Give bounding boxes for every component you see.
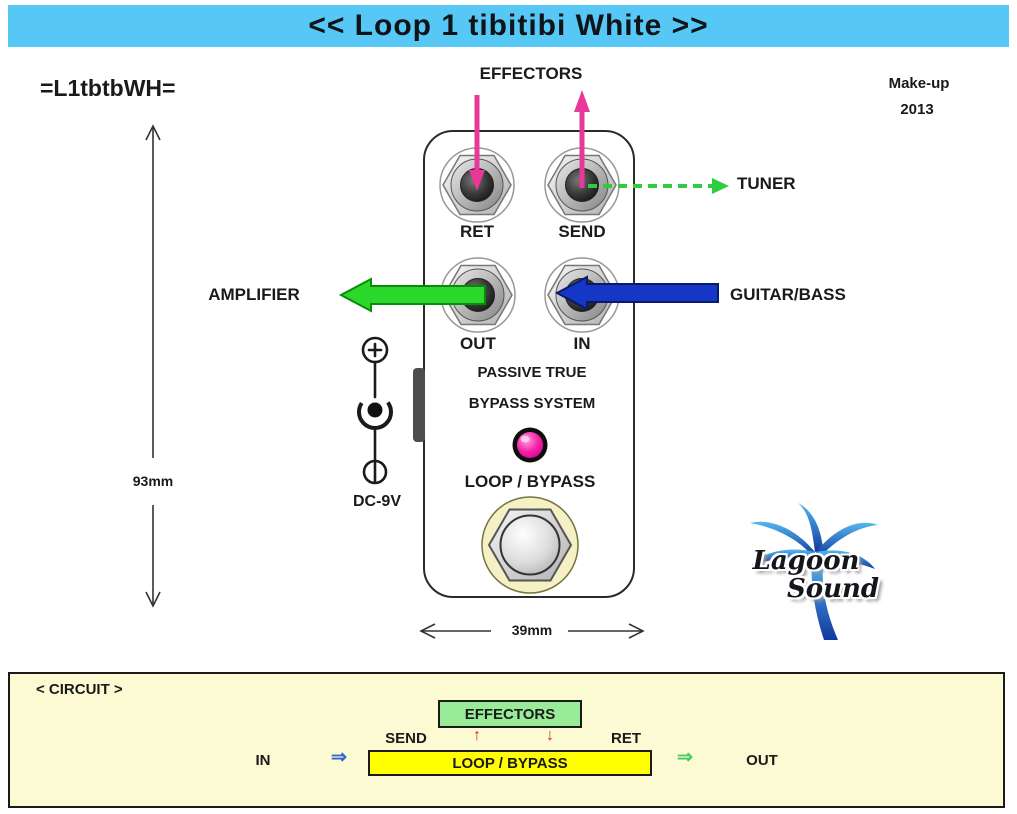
effectors-label: EFFECTORS bbox=[479, 64, 583, 83]
width-dimension-label: 39mm bbox=[511, 622, 553, 638]
loop-bypass-label: LOOP / BYPASS bbox=[464, 472, 596, 491]
circuit-in-flow-arrow: ⇒ bbox=[331, 747, 347, 768]
height-dimension-label: 93mm bbox=[132, 473, 174, 489]
in-jack-label: IN bbox=[573, 334, 591, 353]
circuit-panel: < CIRCUIT > EFFECTORS SEND ↑ ↓ RET IN ⇒ … bbox=[8, 672, 1005, 808]
circuit-ret-label: RET bbox=[611, 730, 641, 747]
circuit-loop-bypass-box: LOOP / BYPASS bbox=[368, 750, 652, 776]
page-title: << Loop 1 tibitibi White >> bbox=[308, 9, 709, 42]
guitar-bass-label: GUITAR/BASS bbox=[730, 285, 846, 304]
circuit-in-label: IN bbox=[255, 752, 271, 769]
model-code: =L1tbtbWH= bbox=[40, 75, 176, 101]
circuit-title: < CIRCUIT > bbox=[36, 681, 123, 698]
circuit-loop-bypass-label: LOOP / BYPASS bbox=[452, 754, 568, 772]
dc-polarity-icon bbox=[357, 336, 393, 485]
circuit-up-arrow: ↑ bbox=[473, 727, 481, 744]
circuit-effectors-label: EFFECTORS bbox=[464, 705, 556, 723]
logo-word-lagoon: Lagoon bbox=[752, 546, 860, 576]
logo-word-sound: Sound bbox=[786, 574, 880, 604]
out-jack-label: OUT bbox=[460, 334, 496, 353]
circuit-send-label: SEND bbox=[385, 730, 427, 747]
title-banner: << Loop 1 tibitibi White >> bbox=[8, 5, 1009, 47]
circuit-effectors-box: EFFECTORS bbox=[438, 700, 582, 728]
amplifier-label: AMPLIFIER bbox=[208, 285, 300, 304]
makeup-label: Make-up bbox=[888, 75, 950, 92]
ret-jack-label: RET bbox=[460, 222, 494, 241]
circuit-out-flow-arrow: ⇒ bbox=[677, 747, 693, 768]
bypass-system-label: BYPASS SYSTEM bbox=[468, 395, 596, 412]
circuit-down-arrow: ↓ bbox=[546, 727, 554, 744]
tuner-label: TUNER bbox=[737, 174, 796, 193]
passive-true-label: PASSIVE TRUE bbox=[477, 364, 587, 381]
makeup-year: 2013 bbox=[900, 101, 934, 118]
circuit-out-label: OUT bbox=[746, 752, 778, 769]
height-dimension-arrow bbox=[145, 124, 161, 608]
send-jack-label: SEND bbox=[558, 222, 606, 241]
dc-9v-label: DC-9V bbox=[352, 493, 402, 510]
